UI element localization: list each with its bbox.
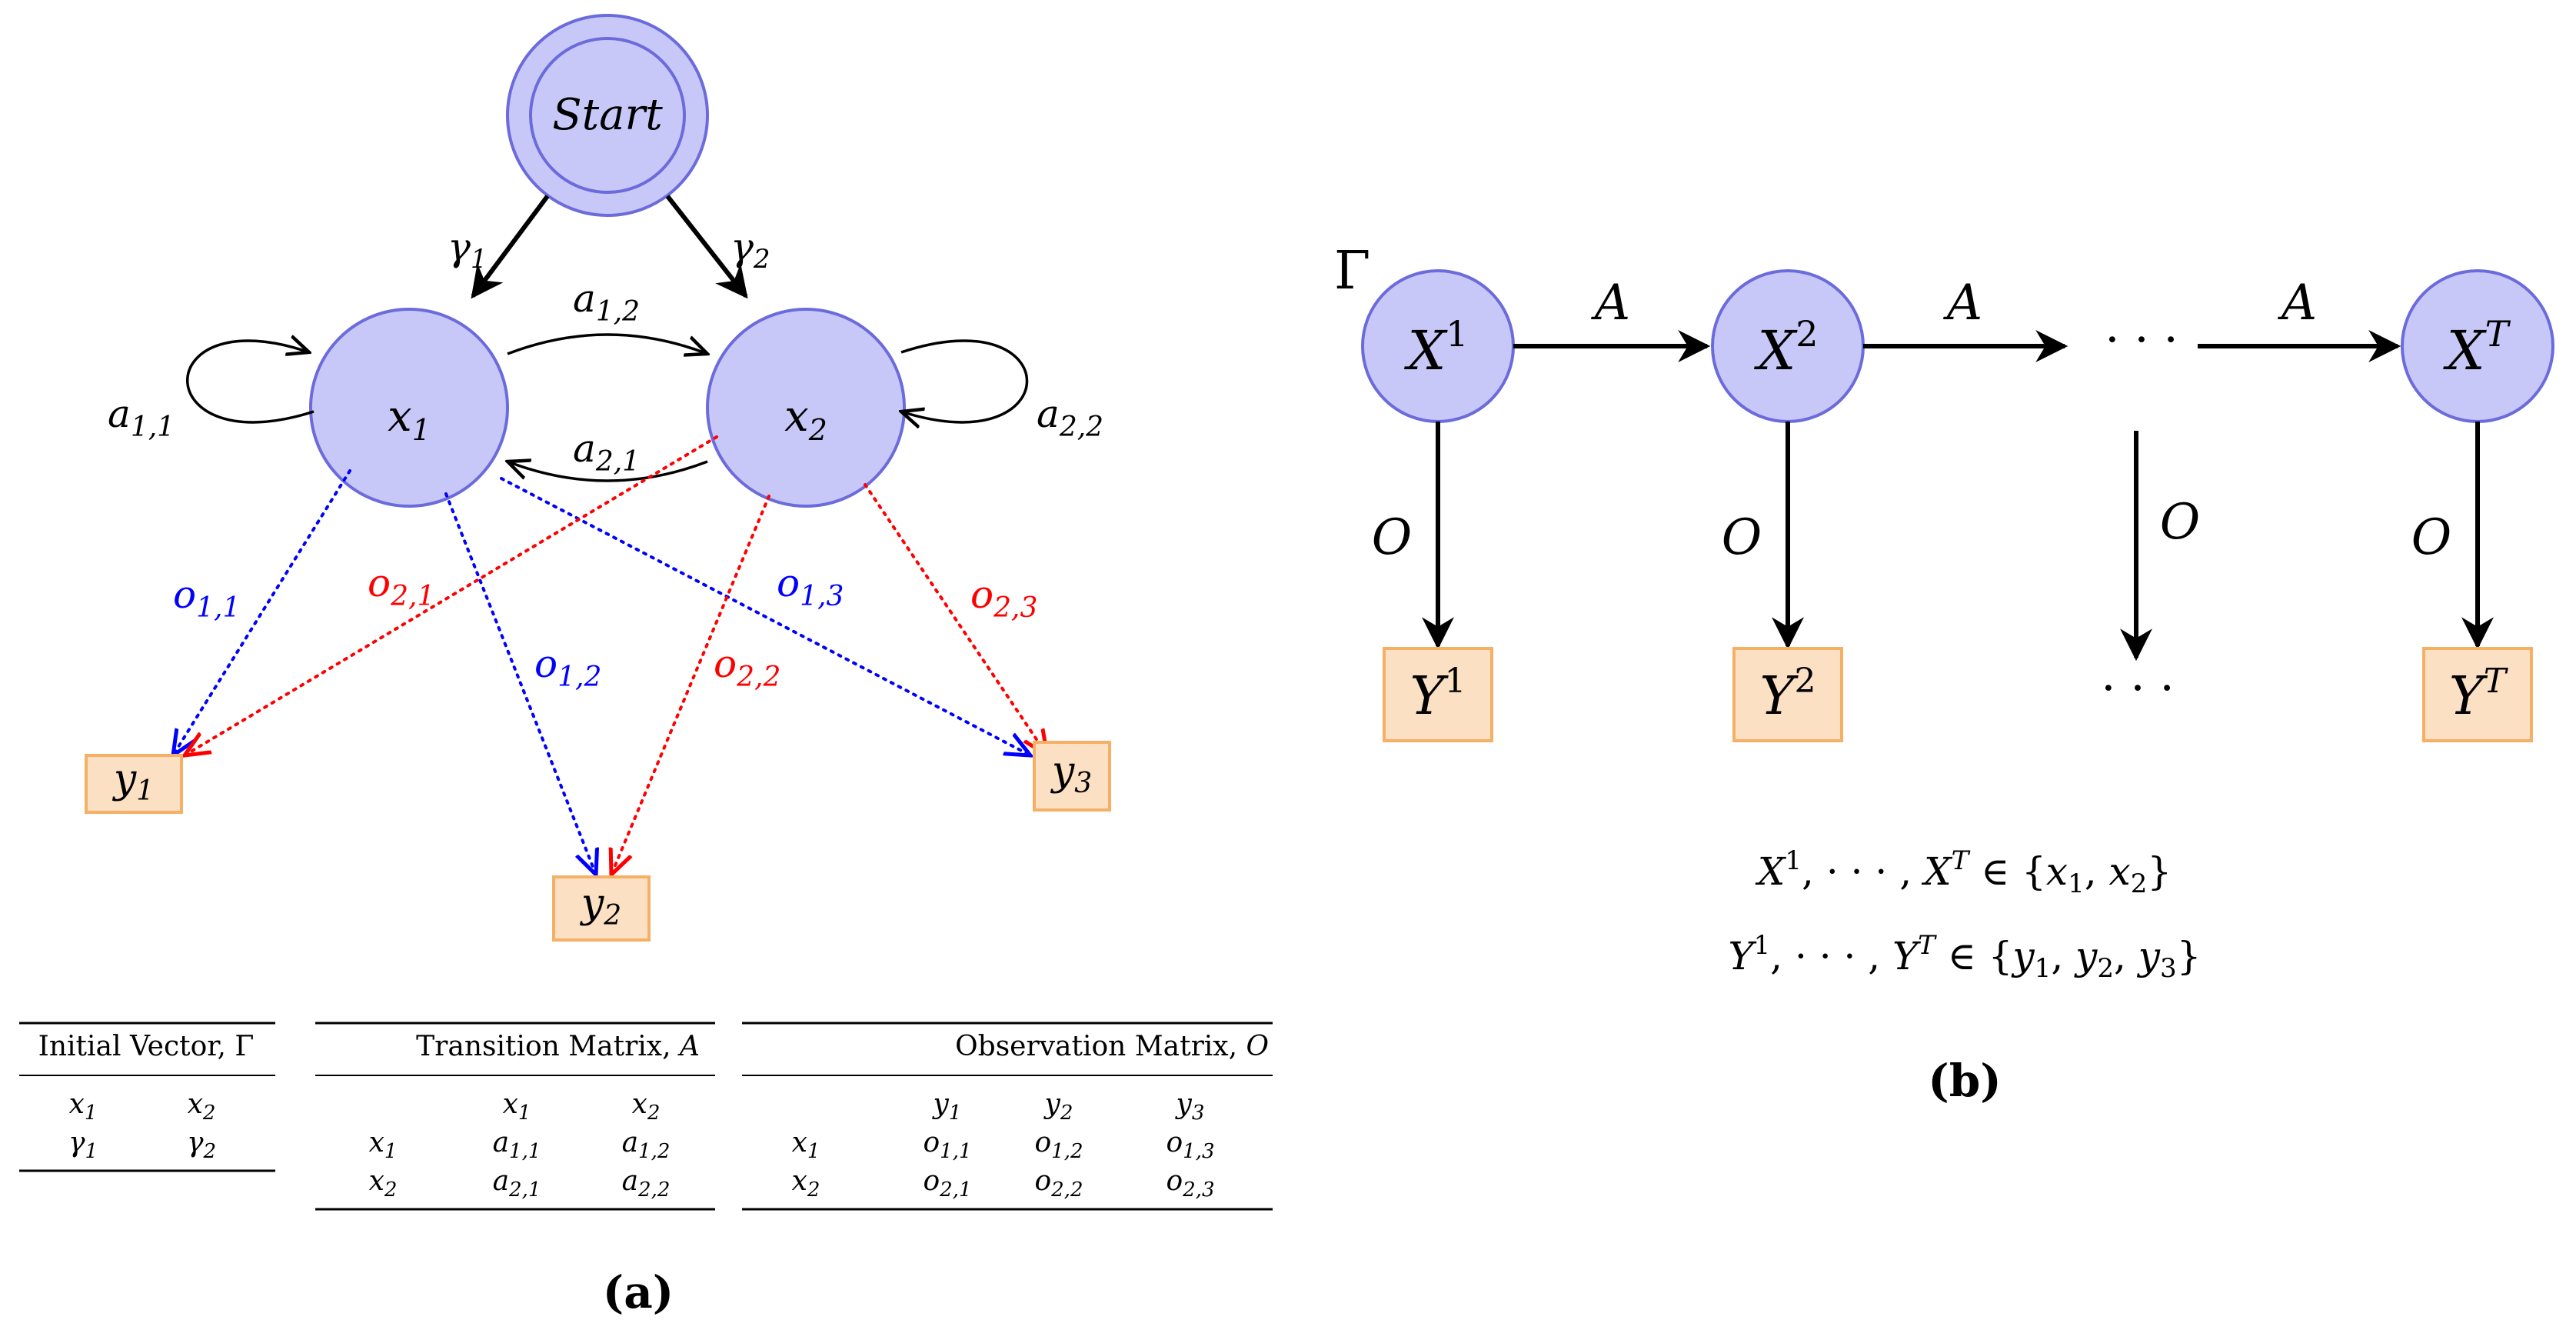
emission-label-1: O [1372, 509, 1412, 566]
transition-cell-a11: a1,1 [493, 1127, 541, 1163]
observation-title: Observation Matrix, O [955, 1031, 1269, 1062]
initial-val-2: γ2 [187, 1127, 216, 1163]
o23-label: o2,3 [970, 572, 1037, 624]
start-node: Start [506, 14, 709, 217]
start-to-x2-arrow [665, 195, 748, 299]
x2-to-y2-emission [611, 495, 770, 875]
observed-box-T-label: YT [2449, 662, 2509, 727]
panel-a: Start γ1 γ2 x1 x2 a1,2 a2,1 a1,1 a2,2 o1… [19, 14, 1273, 1318]
transition-label-2: A [1943, 275, 1982, 332]
caption-b: (b) [1928, 1055, 2001, 1107]
observed-box-1 [1383, 647, 1493, 742]
panel-b: Γ X1 X2 XT · · · A A A O O O O Y1 Y2 · ·… [1334, 241, 2554, 1107]
transition-title: Transition Matrix, A [416, 1031, 700, 1062]
observation-cell-o11: o1,1 [923, 1127, 971, 1163]
o21-label: o2,1 [368, 561, 434, 612]
observed-box-2 [1732, 647, 1843, 742]
observation-cell-o13: o1,3 [1166, 1127, 1214, 1163]
transition-label-3: A [2278, 275, 2317, 332]
observation-y1-label: y1 [112, 756, 154, 807]
x2-to-y3-emission [864, 483, 1047, 755]
initial-vector-title: Initial Vector, Γ [38, 1031, 255, 1062]
observation-y3-box [1033, 741, 1111, 812]
equation-observed-domain: Y1, · · · , YT ∈ {y1, y2, y3} [1729, 930, 2202, 984]
observed-ellipsis: · · · [2101, 662, 2174, 715]
observation-y2-box [552, 875, 651, 942]
observation-cell-o21: o2,1 [923, 1165, 971, 1202]
emission-label-2: O [1722, 509, 1762, 566]
hidden-node-1-label: X1 [1403, 313, 1468, 382]
transition-cell-a21: a2,1 [493, 1165, 541, 1202]
hidden-ellipsis: · · · [2105, 313, 2178, 367]
x2-to-y1-emission [185, 435, 718, 755]
hidden-node-T-label: XT [2443, 313, 2511, 382]
transition-row-1-label: x1 [369, 1127, 398, 1163]
x1-to-x2-arrow [507, 333, 707, 354]
a12-label: a1,2 [573, 276, 640, 328]
emission-label-T: O [2411, 509, 2451, 566]
x1-to-y3-emission [500, 477, 1030, 755]
gamma2-label: γ2 [731, 225, 770, 275]
o22-label: o2,2 [714, 642, 780, 693]
state-x2-label: x2 [784, 392, 827, 447]
observation-cell-o12: o1,2 [1034, 1127, 1083, 1163]
observed-box-T [2422, 647, 2533, 742]
transition-cell-a12: a1,2 [622, 1127, 671, 1163]
observation-y2-label: y2 [580, 881, 621, 932]
observed-box-2-label: Y2 [1760, 662, 1816, 727]
transition-cell-a22: a2,2 [622, 1165, 671, 1202]
observation-matrix-table: Observation Matrix, O y1 y2 y3 x1 o1,1 o… [742, 1022, 1273, 1211]
o11-label: o1,1 [173, 572, 240, 624]
start-to-x1-arrow [471, 195, 550, 299]
gamma1-label: γ1 [448, 225, 488, 275]
x2-self-loop [901, 339, 1029, 422]
initial-col-2: x2 [188, 1088, 216, 1125]
observation-col-3: y3 [1175, 1088, 1205, 1125]
transition-label-1: A [1591, 275, 1630, 332]
observed-box-1-label: Y1 [1410, 662, 1466, 727]
caption-a: (a) [603, 1266, 674, 1318]
a21-label: a2,1 [573, 426, 640, 478]
x1-to-y1-emission [173, 469, 351, 755]
transition-matrix-table: Transition Matrix, A x1 x2 x1 a1,1 a1,2 … [315, 1022, 715, 1211]
initial-vector-table: Initial Vector, Γ x1 x2 γ1 γ2 [19, 1022, 275, 1172]
state-x1-label: x1 [388, 392, 431, 447]
a11-label: a1,1 [108, 392, 175, 443]
observation-cell-o23: o2,3 [1166, 1165, 1214, 1202]
transition-row-2-label: x2 [369, 1165, 398, 1202]
observation-row-2-label: x2 [792, 1165, 820, 1202]
observation-cell-o22: o2,2 [1034, 1165, 1083, 1202]
x1-to-y2-emission [444, 492, 596, 875]
observation-y1-box [85, 754, 183, 814]
start-label: Start [552, 90, 663, 140]
hidden-node-2-label: X2 [1753, 313, 1818, 382]
state-x1-node [309, 308, 509, 508]
emission-label-ellipsis: O [2160, 494, 2200, 551]
observation-col-2: y2 [1043, 1088, 1073, 1125]
o13-label: o1,3 [777, 561, 844, 612]
observation-row-1-label: x1 [792, 1127, 820, 1163]
x1-self-loop [186, 341, 315, 424]
a22-label: a2,2 [1037, 392, 1103, 443]
initial-col-1: x1 [69, 1088, 98, 1125]
gamma-label: Γ [1334, 241, 1370, 302]
o12-label: o1,2 [534, 642, 601, 693]
equation-hidden-domain: X1, · · · , XT ∈ {x1, x2} [1755, 845, 2172, 899]
observation-col-1: y1 [932, 1088, 962, 1125]
x2-to-x1-arrow [508, 462, 708, 482]
observation-y3-label: y3 [1050, 748, 1092, 799]
transition-col-2: x2 [632, 1088, 661, 1125]
initial-val-1: γ1 [68, 1127, 98, 1163]
transition-col-1: x1 [503, 1088, 531, 1125]
